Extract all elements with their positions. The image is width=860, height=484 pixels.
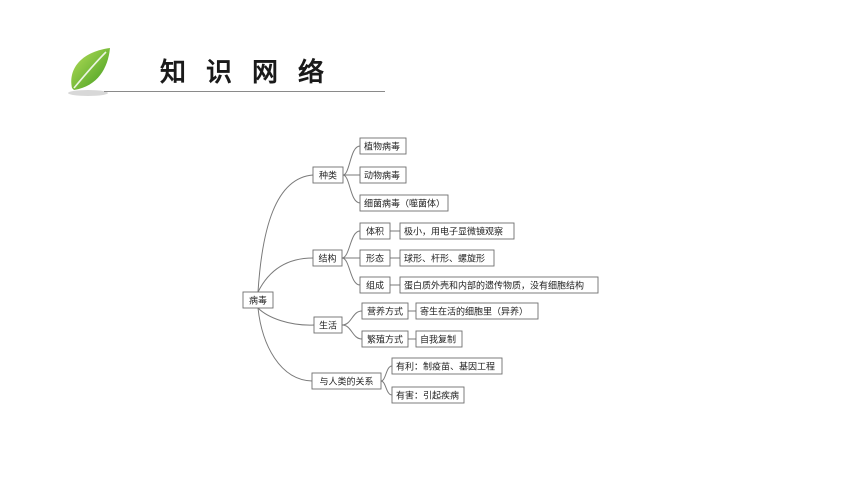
relation-item: 有利：制疫苗、基因工程	[396, 361, 495, 373]
life-item-detail: 寄生在活的细胞里（异养）	[420, 306, 528, 318]
root-label: 病毒	[249, 295, 267, 307]
structure-item-label: 体积	[366, 226, 384, 238]
branch-relation-label: 与人类的关系	[319, 376, 373, 388]
branch-life-label: 生活	[319, 320, 337, 332]
branch-structure-label: 结构	[318, 253, 336, 265]
branch-kinds: 种类 植物病毒 动物病毒 细菌病毒（噬菌体）	[312, 137, 449, 212]
branch-kinds-label: 种类	[319, 170, 337, 182]
structure-item-label: 组成	[366, 280, 384, 292]
root-node: 病毒	[242, 291, 274, 309]
kinds-item: 动物病毒	[364, 170, 400, 182]
kinds-item: 植物病毒	[364, 141, 400, 153]
branch-life: 生活 营养方式 寄生在活的细胞里（异养） 繁殖方式 自我复制	[313, 302, 539, 348]
kinds-item: 细菌病毒（噬菌体）	[364, 198, 445, 210]
header-divider	[104, 91, 385, 92]
life-item-label: 营养方式	[367, 306, 403, 318]
page-title: 知识网络	[160, 58, 345, 88]
structure-item-detail: 极小，用电子显微镜观察	[404, 226, 503, 238]
structure-item-detail: 蛋白质外壳和内部的遗传物质，没有细胞结构	[404, 280, 584, 292]
structure-item-label: 形态	[366, 253, 384, 265]
branch-structure: 结构 体积 极小，用电子显微镜观察 形态 球形、杆形、螺旋形 组成 蛋白质外壳和…	[312, 222, 599, 294]
branch-relation: 与人类的关系 有利：制疫苗、基因工程 有害：引起疾病	[311, 357, 503, 404]
life-item-label: 繁殖方式	[367, 334, 403, 346]
structure-item-detail: 球形、杆形、螺旋形	[404, 253, 485, 265]
leaf-icon	[68, 48, 110, 96]
life-item-detail: 自我复制	[420, 334, 456, 346]
relation-item: 有害：引起疾病	[396, 390, 459, 402]
connectors	[257, 145, 416, 396]
